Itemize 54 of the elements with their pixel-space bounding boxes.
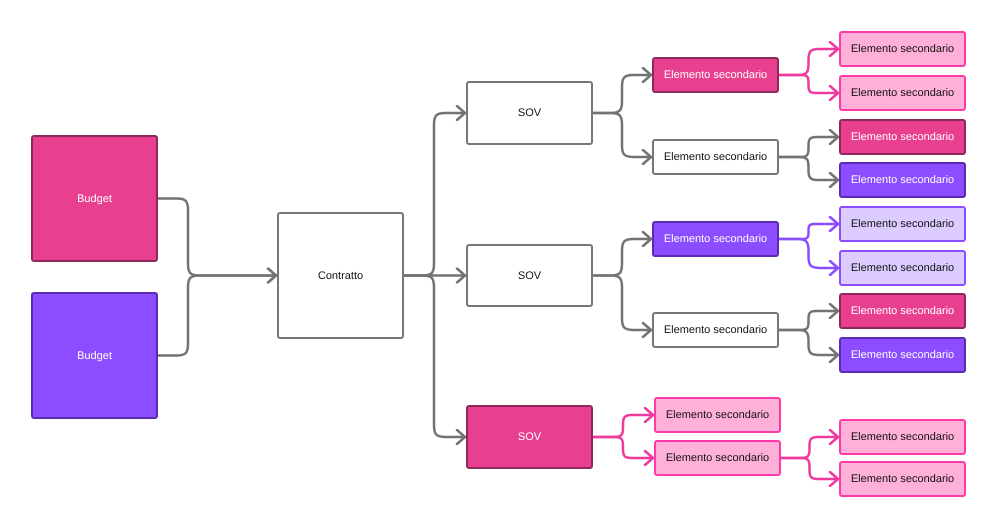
arrow <box>592 436 654 466</box>
node-label: Elemento secondario <box>850 262 954 274</box>
node-label: Elemento secondario <box>850 43 954 55</box>
node-label: Elemento secondario <box>666 409 770 421</box>
node-label: Elemento secondario <box>666 452 770 464</box>
process-box <box>31 135 158 262</box>
node-label: Contratto <box>318 270 364 282</box>
process-box <box>652 57 779 93</box>
process-box <box>839 461 966 497</box>
node-label: Elemento secondario <box>850 431 954 443</box>
node-label: SOV <box>518 270 542 282</box>
process-box <box>277 212 404 339</box>
node-label: Elemento secondario <box>850 218 954 230</box>
process-box <box>652 139 779 175</box>
node-label: Elemento secondario <box>664 69 768 81</box>
process-box <box>652 221 779 257</box>
process-box <box>839 419 966 455</box>
arrow <box>156 267 278 357</box>
process-box <box>839 75 966 111</box>
process-box <box>839 250 966 286</box>
node-label: Budget <box>77 350 112 362</box>
arrow <box>402 274 466 446</box>
node-label: Elemento secondario <box>850 174 954 186</box>
process-box <box>31 292 158 419</box>
process-box <box>839 119 966 155</box>
arrow <box>778 328 840 364</box>
node-label: SOV <box>518 431 542 443</box>
node-label: Budget <box>77 192 112 204</box>
arrow <box>780 456 840 488</box>
node-label: Elemento secondario <box>850 473 954 485</box>
arrow <box>778 74 840 102</box>
process-box <box>839 162 966 198</box>
process-box <box>654 397 781 433</box>
node-label: Elemento secondario <box>664 324 768 336</box>
node-label: Elemento secondario <box>850 87 954 99</box>
arrow <box>592 274 652 338</box>
arrow <box>778 156 840 188</box>
node-label: SOV <box>518 107 542 119</box>
process-box <box>466 244 593 307</box>
process-box <box>839 337 966 373</box>
arrow <box>778 238 840 276</box>
node-label: Elemento secondario <box>850 131 954 143</box>
process-box <box>839 293 966 329</box>
arrow <box>592 112 652 166</box>
node-label: Elemento secondario <box>850 305 954 317</box>
process-box <box>654 440 781 476</box>
process-box <box>839 206 966 242</box>
process-box <box>652 312 779 348</box>
process-box <box>466 405 593 469</box>
node-label: Elemento secondario <box>664 233 768 245</box>
process-box <box>839 31 966 67</box>
node-label: Elemento secondario <box>664 151 768 163</box>
node-label: Elemento secondario <box>850 349 954 361</box>
process-box <box>466 81 593 145</box>
